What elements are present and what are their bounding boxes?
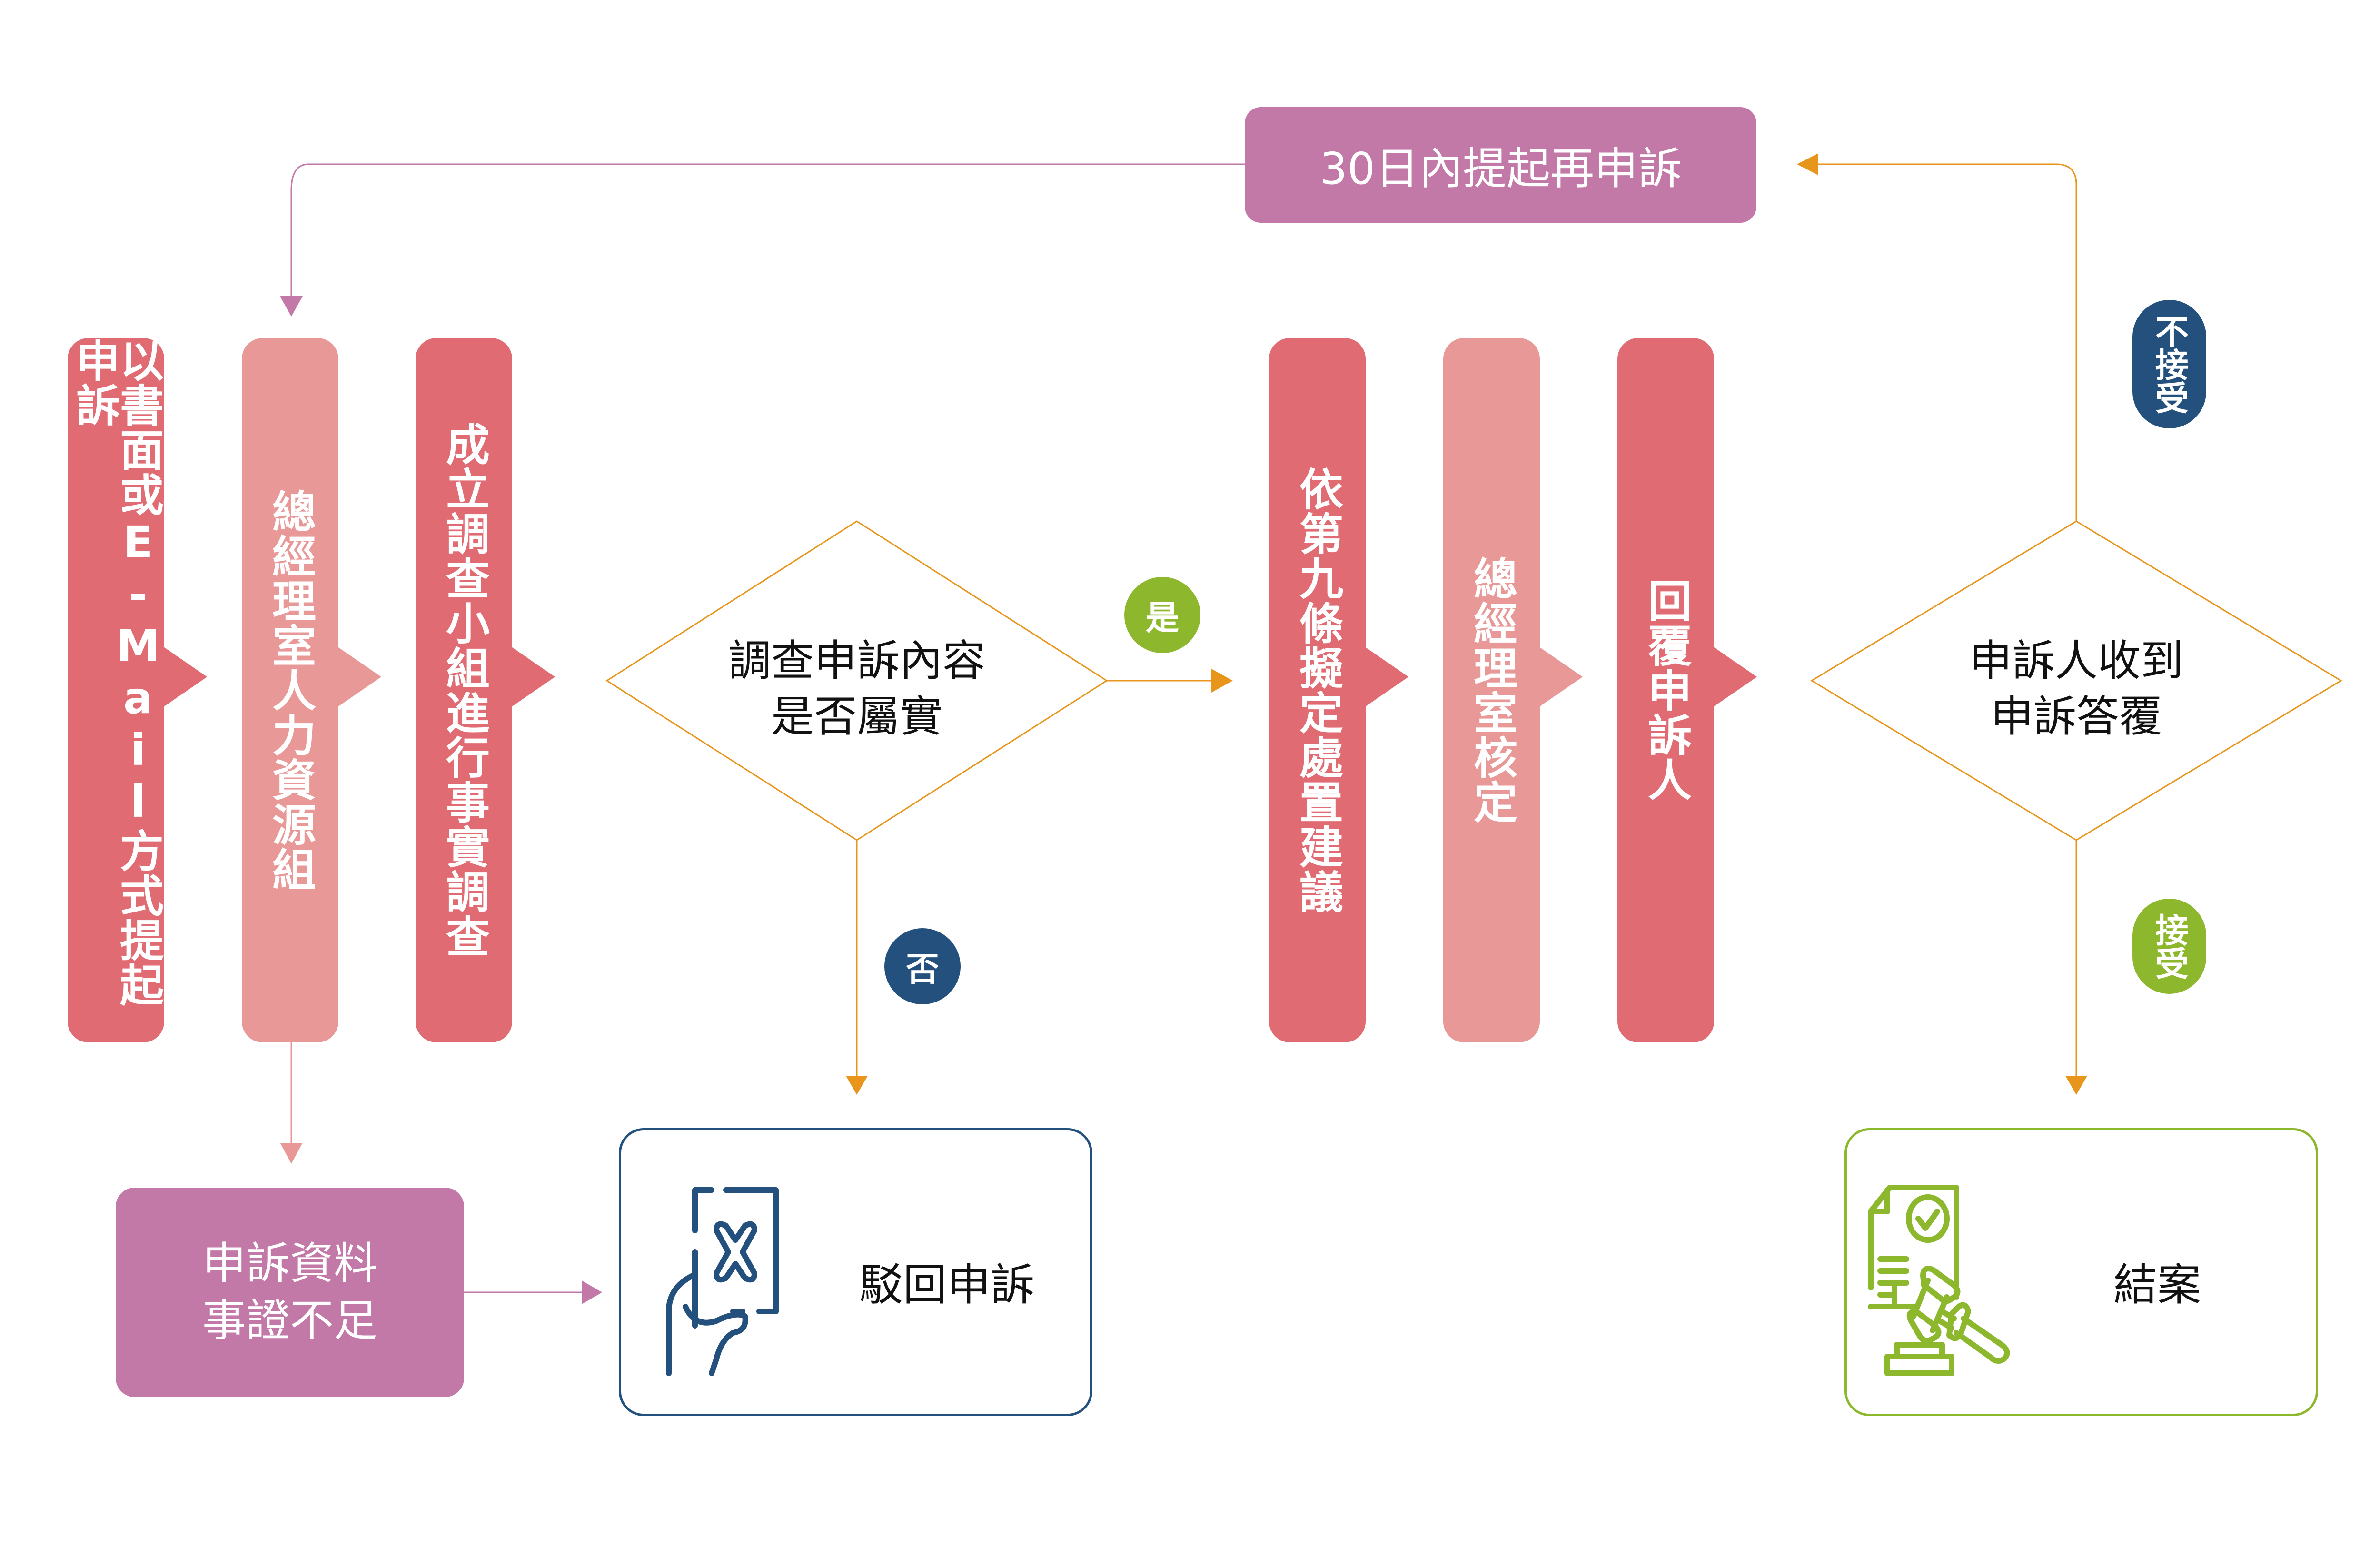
arrowhead-accept bbox=[2065, 1076, 2087, 1095]
insufficient-line2: 事證不足 bbox=[202, 1295, 377, 1346]
badge-yes: 是 bbox=[1124, 577, 1200, 653]
step-submit-label: 以書面或E-Mail方式提起申訴 bbox=[69, 338, 164, 1007]
decision-receive: 申訴人收到 申訴答覆 bbox=[1886, 633, 2267, 744]
insufficient-evidence-box: 申訴資料 事證不足 bbox=[116, 1188, 464, 1397]
step-gm-approval: 總經理室核定 bbox=[1443, 338, 1583, 1042]
decision-receive-line1: 申訴人收到 bbox=[1969, 636, 2183, 686]
badge-accept: 接受 bbox=[2132, 899, 2206, 994]
reappeal-box: 30日內提起再申訴 bbox=[1245, 107, 1756, 223]
arrowhead-insufficient bbox=[280, 1143, 302, 1164]
reject-label: 駁回申訴 bbox=[859, 1259, 1035, 1310]
badge-accept-label: 接受 bbox=[2150, 913, 2189, 980]
reappeal-label: 30日內提起再申訴 bbox=[1319, 143, 1682, 194]
step-submit-complaint: 以書面或E-Mail方式提起申訴 bbox=[68, 338, 207, 1042]
step-arrow-icon bbox=[1540, 647, 1583, 706]
arrowhead-not-accept bbox=[1797, 153, 1818, 175]
badge-yes-label: 是 bbox=[1146, 598, 1179, 637]
step-arrow-icon bbox=[1366, 647, 1408, 706]
decision-verify: 調查申訴內容 是否屬實 bbox=[666, 633, 1047, 744]
step-investigate-label: 成立調查小組進行事實調查 bbox=[438, 422, 490, 959]
step-propose-label: 依第九條擬定處置建議 bbox=[1292, 466, 1343, 914]
badge-no: 否 bbox=[884, 928, 961, 1004]
step-approve-label: 總經理室核定 bbox=[1466, 556, 1517, 824]
decision-verify-line1: 調查申訴內容 bbox=[728, 636, 985, 686]
reject-complaint-box: 駁回申訴 bbox=[619, 1128, 1092, 1416]
step-hr-label: 總經理室人力資源組 bbox=[265, 489, 316, 892]
step-reply-label: 回覆申訴人 bbox=[1640, 578, 1692, 802]
insufficient-line1: 申訴資料 bbox=[202, 1238, 377, 1289]
arrowhead-no bbox=[846, 1076, 868, 1095]
badge-not-accept-label: 不接受 bbox=[2150, 314, 2189, 414]
document-check-gavel-icon bbox=[1868, 1185, 2010, 1376]
badge-no-label: 否 bbox=[906, 949, 939, 989]
step-arrow-icon bbox=[1714, 647, 1757, 706]
step-investigation-team: 成立調查小組進行事實調查 bbox=[416, 338, 555, 1042]
badge-not-accept: 不接受 bbox=[2132, 300, 2206, 428]
close-case-box: 結案 bbox=[1844, 1128, 2318, 1416]
step-reply-complainant: 回覆申訴人 bbox=[1617, 338, 1757, 1042]
hand-holding-x-card-icon bbox=[666, 1187, 779, 1376]
arrowhead-to-reject bbox=[582, 1280, 602, 1304]
step-propose-action: 依第九條擬定處置建議 bbox=[1269, 338, 1408, 1042]
connector-not-accept bbox=[1816, 163, 2077, 521]
step-hr-section: 總經理室人力資源組 bbox=[242, 338, 381, 1042]
close-label: 結案 bbox=[2113, 1259, 2202, 1310]
step-arrow-icon bbox=[164, 647, 207, 706]
connector-reappeal bbox=[290, 163, 1245, 298]
step-arrow-icon bbox=[338, 647, 381, 706]
arrowhead-yes bbox=[1211, 669, 1233, 693]
step-arrow-icon bbox=[512, 647, 555, 706]
decision-verify-line2: 是否屬實 bbox=[771, 692, 942, 742]
decision-receive-line2: 申訴答覆 bbox=[1991, 692, 2162, 742]
arrowhead-reappeal bbox=[280, 296, 303, 317]
